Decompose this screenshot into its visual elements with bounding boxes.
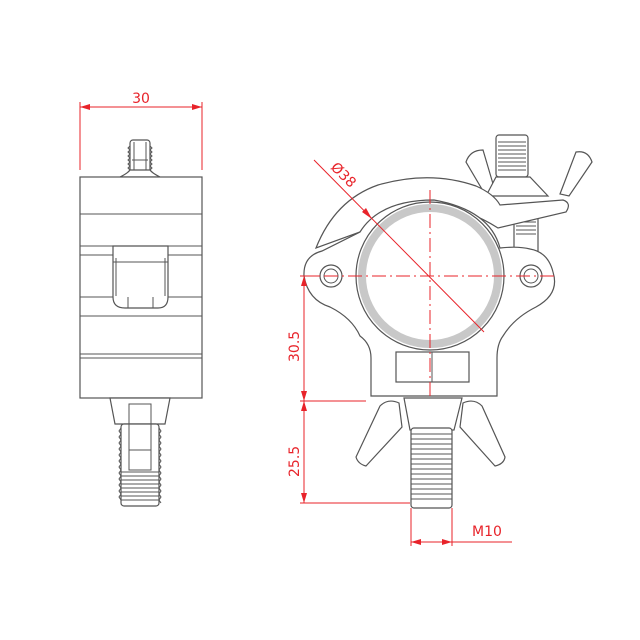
height-upper-label: 30.5 (287, 331, 303, 362)
bottom-bolt (410, 427, 453, 509)
bolt-dimension: M10 (410, 508, 512, 546)
top-stud (119, 139, 161, 181)
bottom-stud (109, 397, 171, 507)
diameter-label: Ø38 (327, 160, 359, 192)
bolt-label: M10 (472, 524, 502, 540)
side-view: 30 (79, 91, 203, 507)
width-label: 30 (132, 91, 150, 107)
front-view: Ø38 30.5 25.5 M10 (287, 134, 593, 546)
width-dimension: 30 (79, 91, 203, 170)
height-lower-label: 25.5 (287, 446, 303, 477)
height-dimensions: 30.5 25.5 (287, 275, 410, 504)
top-wing-nut (465, 134, 593, 197)
bottom-wing-nut (355, 397, 506, 467)
